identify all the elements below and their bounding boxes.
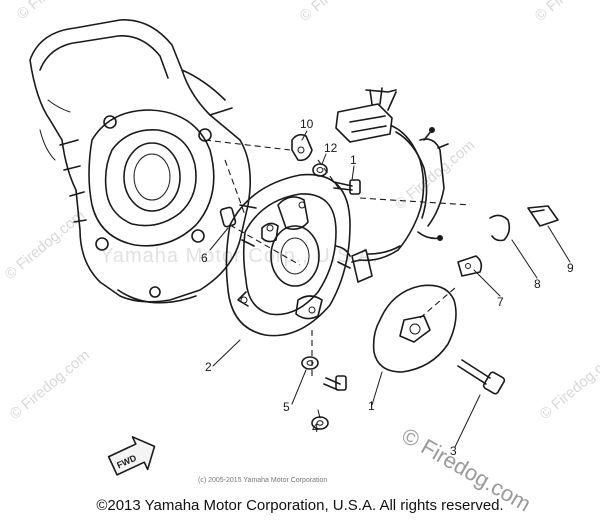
callout-labels: 10 12 1 6 2 5 4 1 3 7 8 9 — [201, 117, 574, 458]
callout-12: 12 — [324, 141, 338, 155]
cover-plate — [372, 284, 457, 373]
callout-6: 6 — [201, 251, 208, 265]
watermark-mid-right: © Firedog.com — [392, 137, 478, 213]
engine-case — [29, 19, 257, 304]
leader-lines — [209, 130, 571, 448]
forward-direction-marker: FWD — [107, 436, 156, 476]
watermark-overlay: Yamaha Motor Corp., U.S.A. — [100, 245, 379, 267]
callout-5: 5 — [283, 400, 290, 414]
callout-9: 9 — [567, 261, 574, 275]
callout-7: 7 — [497, 295, 504, 309]
callout-1-connector: 1 — [350, 153, 357, 167]
stator-base-plate — [225, 173, 351, 337]
small-copyright-text: (c) 2005-2015 Yamaha Motor Corporation — [198, 477, 327, 484]
alignment-lines — [204, 139, 471, 380]
callout-10: 10 — [300, 117, 314, 131]
callout-1-cover: 1 — [368, 399, 375, 413]
watermarks: © Firedog.com © Firedog.com © Firedog.co… — [2, 0, 600, 423]
watermark-top-right: © Firedog.com — [532, 0, 600, 25]
callout-8: 8 — [534, 277, 541, 291]
fasteners — [219, 133, 559, 430]
watermark-low-left: © Firedog.com — [7, 347, 93, 423]
watermark-top-left: © Firedog.com — [14, 0, 100, 23]
callout-4: 4 — [312, 421, 319, 435]
callout-2: 2 — [205, 360, 212, 374]
long-bolt — [457, 359, 506, 395]
watermark-mid-left: © Firedog.com — [2, 207, 88, 283]
watermark-top-center: © Firedog.com — [297, 0, 383, 25]
wiring-harness — [335, 87, 449, 283]
callout-3: 3 — [450, 444, 457, 458]
copyright-footer: ©2013 Yamaha Motor Corporation, U.S.A. A… — [96, 497, 504, 514]
watermark-low-right: © Firedog.com — [537, 347, 600, 423]
